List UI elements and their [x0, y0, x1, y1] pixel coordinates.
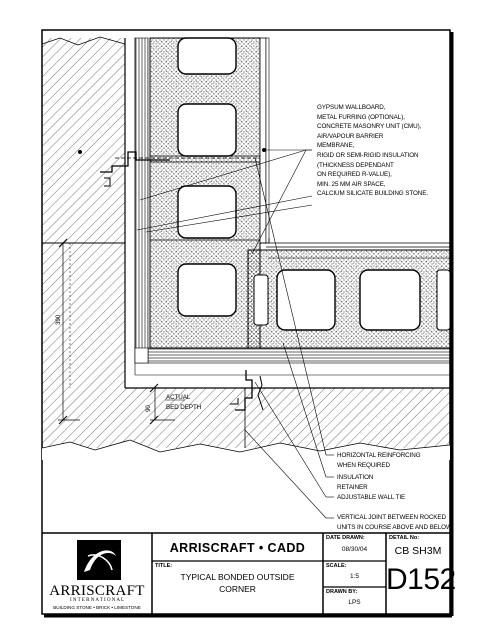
wall-tie-bottom [235, 370, 253, 411]
drawing-title-line1: TYPICAL BONDED OUTSIDE [180, 572, 295, 582]
rigid-insulation-vertical [134, 37, 149, 364]
material-note-line: MIN. 25 MM AIR SPACE, [317, 180, 386, 188]
material-note-line: (THICKNESS DEPENDANT [317, 161, 394, 169]
date-value: 08/30/04 [341, 546, 368, 553]
wall-tie-left [100, 151, 170, 173]
rigid-insulation-horizontal [147, 347, 450, 364]
material-notes: GYPSUM WALLBOARD, METAL FURRING (OPTIONAL… [317, 103, 428, 199]
stone-veneer-vertical [42, 38, 125, 388]
arriscraft-logo-mark [77, 540, 121, 580]
scale-label: SCALE: [326, 563, 347, 569]
material-note-line: CALCIUM SILICATE BUILDING STONE. [317, 190, 428, 198]
section-detail [42, 36, 450, 460]
dimension-390 [58, 238, 80, 425]
date-label: DATE DRAWN: [326, 535, 365, 541]
material-note-line: AIR/VAPOUR BARRIER [317, 132, 384, 140]
drawing-title-line2: CORNER [219, 584, 256, 594]
callout-vertical-joint: VERTICAL JOINT BETWEEN ROCKED UNITS IN C… [337, 514, 452, 531]
title-block-frame [42, 532, 450, 614]
company-sub: I N T E R N A T I O N A L [69, 598, 125, 603]
detail-number: D152 [386, 563, 456, 596]
dimension-90-label: 90 [145, 405, 152, 412]
material-note-line: ON REQUIRED R-VALUE), [317, 171, 392, 179]
dimension-390-label: 390 [55, 314, 62, 325]
leader-lines [136, 149, 334, 519]
drawn-by-label: DRAWN BY: [326, 589, 358, 595]
scale-value: 1:5 [349, 573, 360, 580]
material-note-line: METAL FURRING (OPTIONAL), [317, 113, 405, 121]
brand-header: ARRISCRAFT • CADD [169, 541, 306, 555]
dimension-90 [149, 383, 175, 425]
detail-label: DETAIL No: [389, 535, 420, 541]
callout-reinforcing: HORIZONTAL REINFORCING WHEN REQUIRED [337, 452, 421, 469]
company-name: ARRISCRAFT [49, 583, 145, 599]
bed-depth-label: ACTUAL BED DEPTH [166, 394, 202, 411]
detail-code: CB SH3M [394, 545, 442, 557]
title-label: TITLE: [155, 563, 173, 569]
material-note-line: RIGID OR SEMI-RIGID INSULATION [317, 151, 419, 159]
material-note-line: CONCRETE MASONRY UNIT (CMU), [317, 123, 422, 131]
company-tagline: BUILDING STONE • BRICK • LIMESTONE [53, 605, 141, 610]
stone-veneer-horizontal [42, 388, 450, 448]
callout-insulation-retainer: INSULATION RETAINER [337, 474, 374, 491]
drawn-by-value: LPS [348, 599, 361, 606]
callout-wall-tie: ADJUSTABLE WALL TIE [337, 494, 406, 501]
material-note-line: GYPSUM WALLBOARD, [317, 104, 386, 111]
material-note-line: MEMBRANE, [317, 142, 355, 150]
